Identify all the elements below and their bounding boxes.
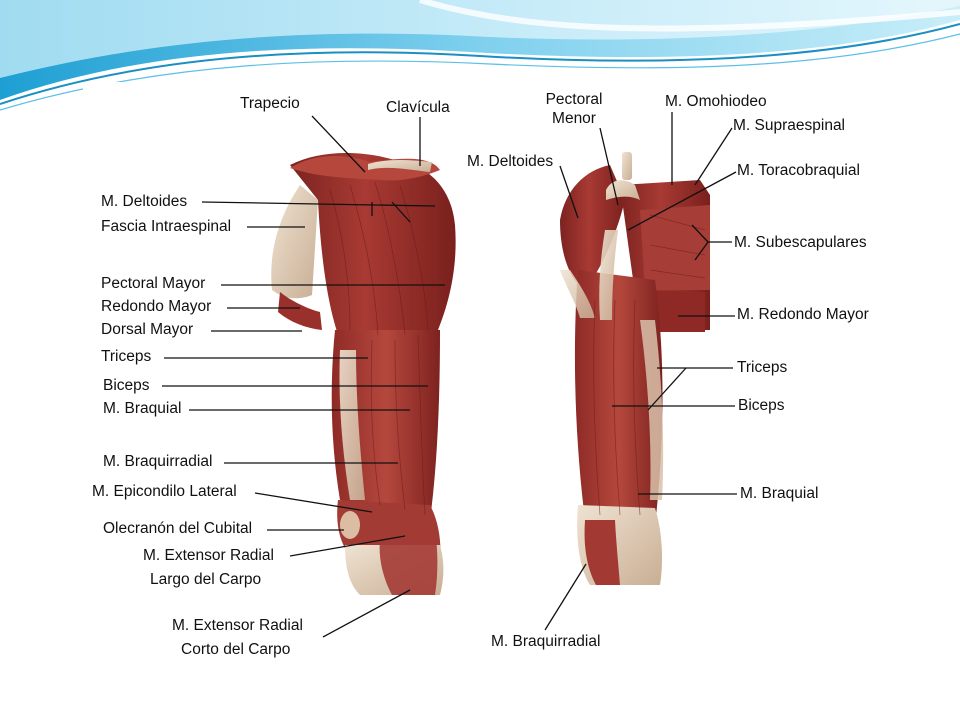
header-swoosh-highlight [0,0,960,78]
label-biceps-left: Biceps [103,377,150,394]
label-dorsal-mayor: Dorsal Mayor [101,321,194,338]
left-arm-illustration [271,153,456,595]
right-arm-illustration [560,152,710,585]
label-extensor-corto-1: M. Extensor Radial [172,617,303,634]
leader-lines [162,112,737,638]
diagram-panel [83,82,893,682]
label-redondo-mayor-left: Redondo Mayor [101,298,212,315]
label-subescapulares: M. Subescapulares [734,234,867,251]
label-braquirradial-right: M. Braquirradial [491,633,601,650]
label-braquial-right: M. Braquial [740,485,819,502]
label-trapecio: Trapecio [240,95,300,112]
label-biceps-right: Biceps [738,397,785,414]
label-extensor-largo-1: M. Extensor Radial [143,547,274,564]
right-chest-tissue [560,270,595,318]
label-olecranon: Olecranón del Cubital [103,520,253,537]
header-swoosh-line-1 [0,23,960,105]
right-coracoid [622,152,632,180]
label-fascia: Fascia Intraespinal [101,218,232,235]
left-fibers [329,181,429,516]
left-olecranon [340,511,360,539]
right-forearm-muscle [584,520,620,585]
label-extensor-corto-2: Corto del Carpo [181,641,291,658]
label-redondo-mayor-right: M. Redondo Mayor [737,306,869,323]
label-extensor-largo-2: Largo del Carpo [150,571,262,588]
label-pectoral-menor-1: Pectoral [545,91,603,108]
left-clavicle [368,160,432,172]
left-redondo [278,292,322,330]
label-triceps-right: Triceps [737,359,788,376]
left-forearm-muscle [379,538,438,595]
right-tendon-top [606,180,640,200]
label-pectoral-mayor: Pectoral Mayor [101,275,206,292]
right-redondo [645,290,705,332]
header-swoosh-line-2 [0,33,960,111]
right-upper-arm [574,270,663,525]
right-upper-tendon [599,230,618,320]
label-pectoral-menor-2: Menor [552,110,596,127]
label-omohiodeo: M. Omohiodeo [665,93,767,110]
label-deltoides-right: M. Deltoides [467,153,554,170]
label-braquirradial-left: M. Braquirradial [103,453,213,470]
left-deltoid [290,153,456,340]
label-epicondilo: M. Epicondilo Lateral [92,483,237,500]
label-braquial-left: M. Braquial [103,400,182,417]
label-triceps-left: Triceps [101,348,152,365]
header-swoosh-line-3 [419,0,960,32]
label-toracobraquial: M. Toracobraquial [737,162,860,179]
right-triceps-band [640,320,664,500]
left-fascia [271,185,318,299]
label-clavicula: Clavícula [386,99,450,116]
label-deltoides-left: M. Deltoides [101,193,188,210]
label-supraespinal: M. Supraespinal [733,117,846,134]
